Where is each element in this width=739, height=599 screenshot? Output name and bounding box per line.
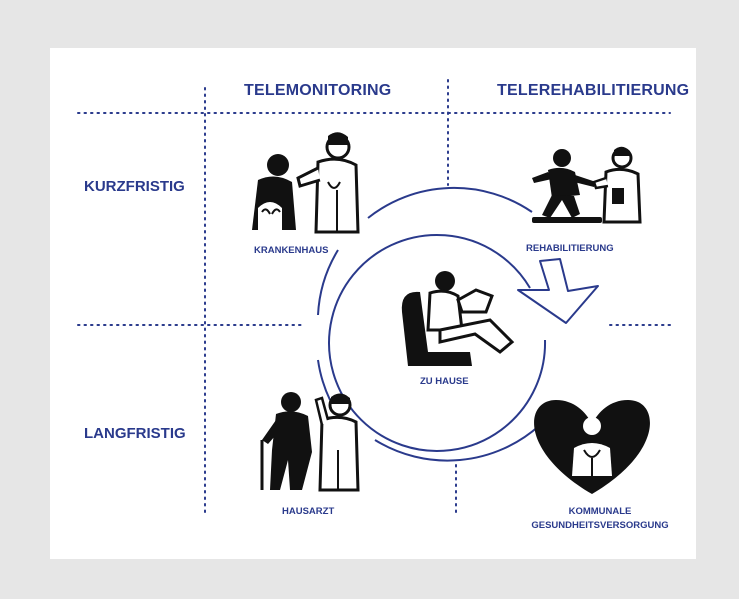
outer-arc-bottom [374,424,541,462]
cycle-arrow-icon [317,186,599,462]
caption-gesundheitsversorgung: GESUNDHEITSVERSORGUNG [531,520,669,531]
column-header-telerehabilitierung: TELEREHABILITIERUNG [497,82,690,99]
caption-krankenhaus: KRANKENHAUS [254,245,329,256]
outer-arc-lower-left [317,359,331,401]
outer-arc-left [317,249,339,316]
outer-arc-top [367,186,533,219]
reading-armchair-icon [401,271,515,366]
arrow-head [517,258,599,324]
caption-rehabilitierung: REHABILITIERUNG [526,243,614,254]
row-label-langfristig: LANGFRISTIG [84,425,186,442]
caption-kommunale: KOMMUNALE [568,506,632,517]
row-label-kurzfristig: KURZFRISTIG [84,178,185,195]
patient-doctor-icon [252,132,360,234]
heart-nurse-icon [534,400,650,494]
caption-hausarzt: HAUSARZT [282,506,335,517]
caption-zu-hause: ZU HAUSE [420,376,469,387]
column-header-telemonitoring: TELEMONITORING [244,82,392,99]
treadmill-rehab-icon [532,146,642,224]
inner-arc [328,233,547,452]
elderly-doctor-icon [260,392,360,492]
